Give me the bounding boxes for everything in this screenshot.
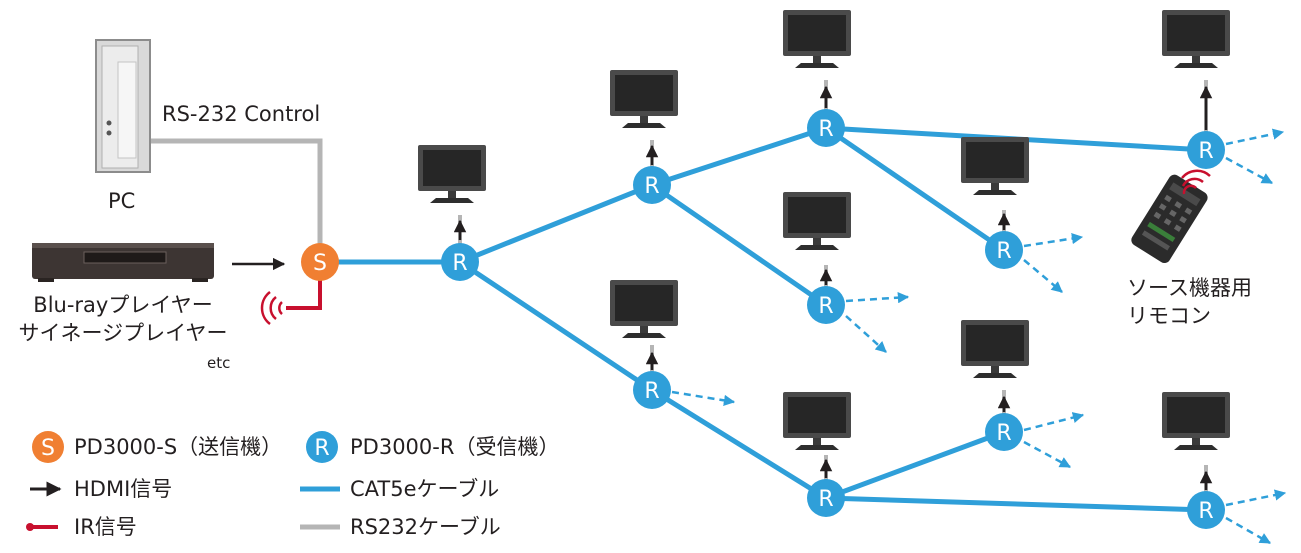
sender-node (301, 243, 339, 281)
tv-monitor-icon (610, 280, 678, 338)
ir-signal-icon (260, 291, 283, 325)
tv-monitor-icon (783, 10, 851, 68)
ir-signal-icon (1181, 169, 1211, 195)
receiver-node (807, 286, 845, 324)
receiver-node (633, 371, 671, 409)
receiver-node (1187, 491, 1225, 529)
tv-monitor-icon (1162, 392, 1230, 450)
receiver-node (441, 243, 479, 281)
legend-ir-label: IR信号 (74, 515, 137, 539)
sender-node-letter: S (313, 251, 327, 276)
receiver-node-letter: R (1198, 499, 1213, 524)
receiver-node (633, 166, 671, 204)
receiver-node (1187, 131, 1225, 169)
legend-cat5e-label: CAT5eケーブル (350, 477, 500, 501)
receiver-node-letter: R (996, 239, 1011, 264)
receiver-node (985, 231, 1023, 269)
tv-monitor-icon (961, 320, 1029, 378)
remote-label-line1: ソース機器用 (1127, 276, 1252, 300)
legend-receiver-label: PD3000-R（受信機） (350, 435, 560, 459)
hdmi-arrows (232, 85, 1213, 490)
tv-monitor-icon (783, 392, 851, 450)
legend-sender-letter: S (41, 436, 55, 461)
tv-monitor-icon (783, 192, 851, 250)
tv-monitor-icon (961, 137, 1029, 195)
rs232-cable (150, 138, 323, 245)
legend: S R (26, 431, 340, 531)
player-label-etc: etc (207, 354, 231, 372)
remote-label-line2: リモコン (1127, 304, 1211, 328)
player-label-line1: Blu-rayプレイヤー (33, 293, 213, 317)
receiver-node-letter: R (818, 117, 833, 142)
receiver-node-letter: R (996, 421, 1011, 446)
pc-tower-icon (95, 39, 151, 173)
bluray-player-icon (32, 243, 214, 282)
legend-hdmi-label: HDMI信号 (74, 477, 173, 501)
receiver-node-letter: R (818, 294, 833, 319)
tv-monitor-icon (610, 70, 678, 128)
receiver-node (985, 413, 1023, 451)
legend-ir-dot (26, 523, 34, 531)
legend-receiver-icon (306, 431, 338, 463)
receiver-node (807, 479, 845, 517)
receiver-node-letter: R (644, 174, 659, 199)
player-label-line2: サイネージプレイヤー (18, 321, 228, 345)
receiver-node-letter: R (644, 379, 659, 404)
legend-rs232-label: RS232ケーブル (350, 515, 501, 539)
remote-control-icon (1131, 174, 1208, 264)
receiver-nodes: R R R R R R R R R R (441, 109, 1225, 529)
tv-monitor-icon (418, 145, 486, 203)
pc-label: PC (108, 189, 136, 213)
legend-sender-label: PD3000-S（送信機） (74, 435, 283, 459)
rs232-control-label: RS-232 Control (162, 102, 321, 126)
receiver-node-letter: R (818, 487, 833, 512)
legend-sender-icon (32, 431, 64, 463)
tv-monitor-icon (1162, 10, 1230, 68)
receiver-node (807, 109, 845, 147)
continuation-arrows (671, 128, 1287, 545)
legend-receiver-letter: R (314, 436, 329, 461)
receiver-node-letter: R (1198, 139, 1213, 164)
receiver-node-letter: R (452, 251, 467, 276)
